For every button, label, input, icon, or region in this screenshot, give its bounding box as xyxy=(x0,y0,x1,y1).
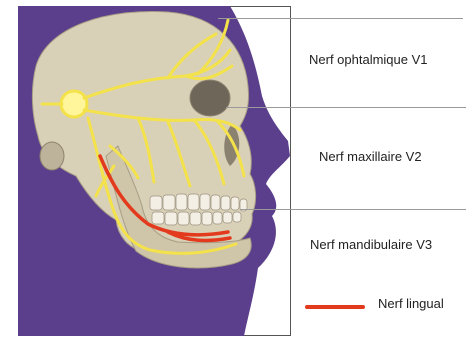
label-maxillary-nerve: Nerf maxillaire V2 xyxy=(319,149,422,164)
skull-nerve-illustration xyxy=(18,6,291,336)
divider-maxillary xyxy=(226,107,466,108)
trigeminal-ganglion xyxy=(61,91,87,117)
lower-teeth xyxy=(152,212,241,225)
lingual-legend-swatch xyxy=(305,305,365,309)
label-ophthalmic-nerve: Nerf ophtalmique V1 xyxy=(309,52,428,67)
label-lingual-nerve: Nerf lingual xyxy=(378,296,444,311)
eye-socket xyxy=(190,80,230,116)
ear-canal xyxy=(40,142,64,170)
divider-mandibular xyxy=(240,209,466,210)
label-mandibular-nerve: Nerf mandibulaire V3 xyxy=(310,237,432,252)
divider-ophthalmic xyxy=(218,18,463,19)
